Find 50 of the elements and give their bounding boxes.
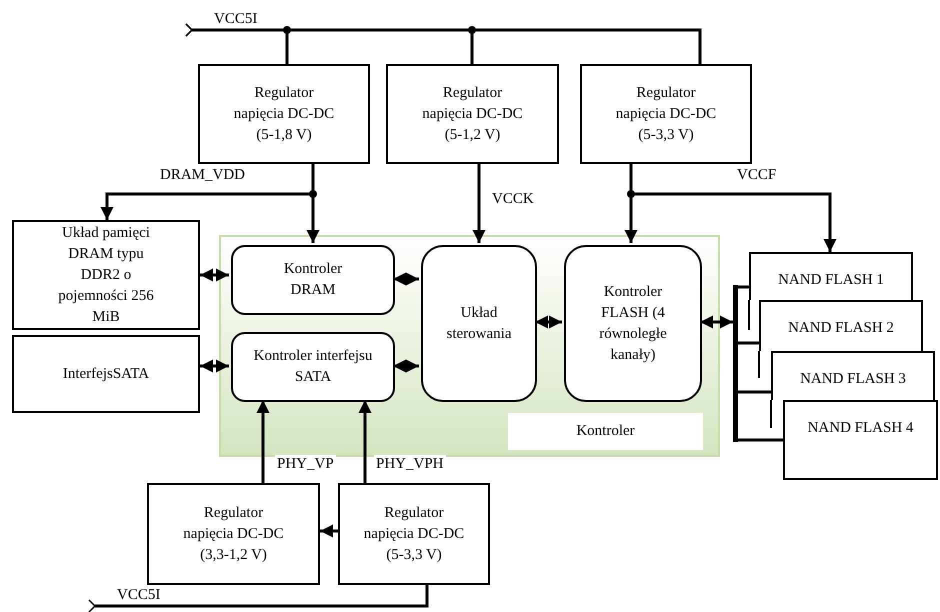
block-text: NAND FLASH 3 xyxy=(800,370,906,389)
block-box xyxy=(580,64,752,164)
group-title: Kontroler xyxy=(508,413,703,450)
block-text: Regulator napięcia DC-DC (5-3,3 V) xyxy=(362,504,466,564)
block-text: Regulator napięcia DC-DC (3,3-1,2 V) xyxy=(182,504,285,564)
block-text: NAND FLASH 4 xyxy=(808,419,914,438)
module-box xyxy=(421,245,537,402)
block-text: Regulator napięcia DC-DC (5-1,8 V) xyxy=(232,84,336,144)
memory-chip-box xyxy=(749,252,913,300)
memory-chip-box xyxy=(771,351,935,400)
block-text: Kontroler DRAM xyxy=(282,260,344,300)
block-text: Kontroler FLASH (4 równoległe kanały) xyxy=(598,282,668,364)
connector-arrow xyxy=(358,400,372,483)
signal-label: VCC5I xyxy=(117,586,160,604)
block-text: InterfejsSATA xyxy=(62,364,150,384)
edge-label: PHY_VPH xyxy=(374,455,446,473)
module-box xyxy=(231,332,395,402)
block-text: NAND FLASH 1 xyxy=(778,271,884,290)
connector-arrow xyxy=(535,316,562,328)
signal-label: VCC5I xyxy=(214,10,258,28)
controller-group xyxy=(219,235,720,457)
memory-chip-box xyxy=(759,300,923,351)
connector-arrow xyxy=(472,164,486,243)
connector-arrow xyxy=(393,272,419,286)
module-box xyxy=(231,245,395,315)
connector-arrow xyxy=(256,400,270,483)
edge-label: PHY_VP xyxy=(275,455,336,473)
bus-bar xyxy=(733,285,738,442)
connector-arrow xyxy=(185,23,702,64)
block-text: Regulator napięcia DC-DC (5-1,2 V) xyxy=(421,84,524,144)
block-text: Układ pamięci DRAM typu DDR2 o pojemności 256 MiB xyxy=(57,224,155,326)
block-box xyxy=(338,483,490,585)
block-box xyxy=(12,220,200,330)
block-box xyxy=(386,64,559,164)
connector-arrow xyxy=(700,316,733,328)
block-box xyxy=(198,64,370,164)
connector-arrow xyxy=(393,360,419,372)
connector-arrow xyxy=(200,360,229,372)
block-text: Układ sterowania xyxy=(446,304,512,344)
block-text: Kontroler interfejsu SATA xyxy=(252,347,374,387)
connector-arrow xyxy=(320,524,338,538)
connector-arrow xyxy=(200,268,229,282)
block-text: Regulator napięcia DC-DC (5-3,3 V) xyxy=(614,84,718,144)
block-box xyxy=(12,335,200,413)
memory-chip-box xyxy=(783,400,938,480)
edge-label: DRAM_VDD xyxy=(158,166,248,184)
block-box xyxy=(147,483,320,585)
connector-arrow xyxy=(88,585,428,612)
module-box xyxy=(564,245,702,402)
block-text: NAND FLASH 2 xyxy=(788,319,894,338)
